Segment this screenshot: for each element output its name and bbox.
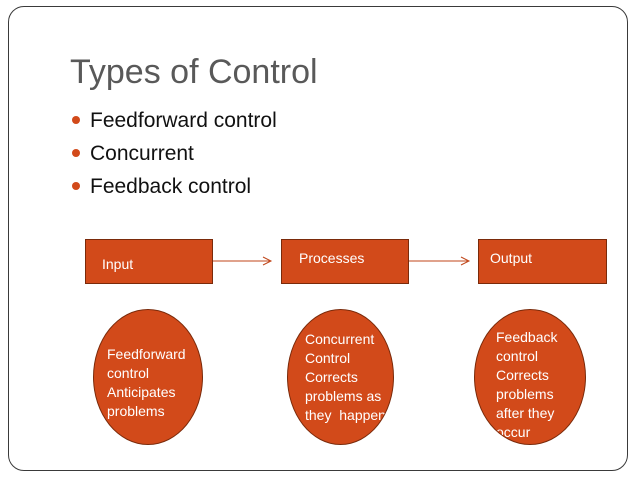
bullet-text: Feedforward control (90, 109, 277, 132)
bullet-item-concurrent: Concurrent (72, 137, 277, 170)
concurrent-oval: Concurrent Control Corrects problems as … (287, 309, 394, 445)
bullet-dot-icon (72, 149, 80, 157)
output-box-label: Output (490, 250, 533, 266)
processes-box-label: Processes (299, 250, 365, 266)
bullet-item-feedback: Feedback control (72, 170, 277, 203)
bullet-dot-icon (72, 182, 80, 190)
input-box: Input (85, 239, 213, 284)
arrow-input-to-processes (213, 256, 273, 266)
bullet-dot-icon (72, 116, 80, 124)
bullet-text: Feedback control (90, 175, 252, 198)
feedback-oval: Feedback control Corrects problems after… (474, 309, 586, 445)
output-box: Output (478, 239, 607, 284)
bullet-list: Feedforward control Concurrent Feedback … (72, 104, 277, 203)
feedforward-oval-text: Feedforward control Anticipates problems (107, 346, 186, 419)
bullet-item-feedforward: Feedforward control (72, 104, 277, 137)
concurrent-oval-text: Concurrent Control Corrects problems as … (305, 331, 386, 423)
arrow-processes-to-output (409, 256, 471, 266)
processes-box: Processes (281, 239, 409, 284)
feedback-oval-text: Feedback control Corrects problems after… (496, 329, 558, 440)
feedforward-oval: Feedforward control Anticipates problems (93, 309, 203, 445)
input-box-label: Input (102, 256, 134, 272)
slide-title: Types of Control (70, 53, 318, 91)
bullet-text: Concurrent (90, 142, 194, 165)
